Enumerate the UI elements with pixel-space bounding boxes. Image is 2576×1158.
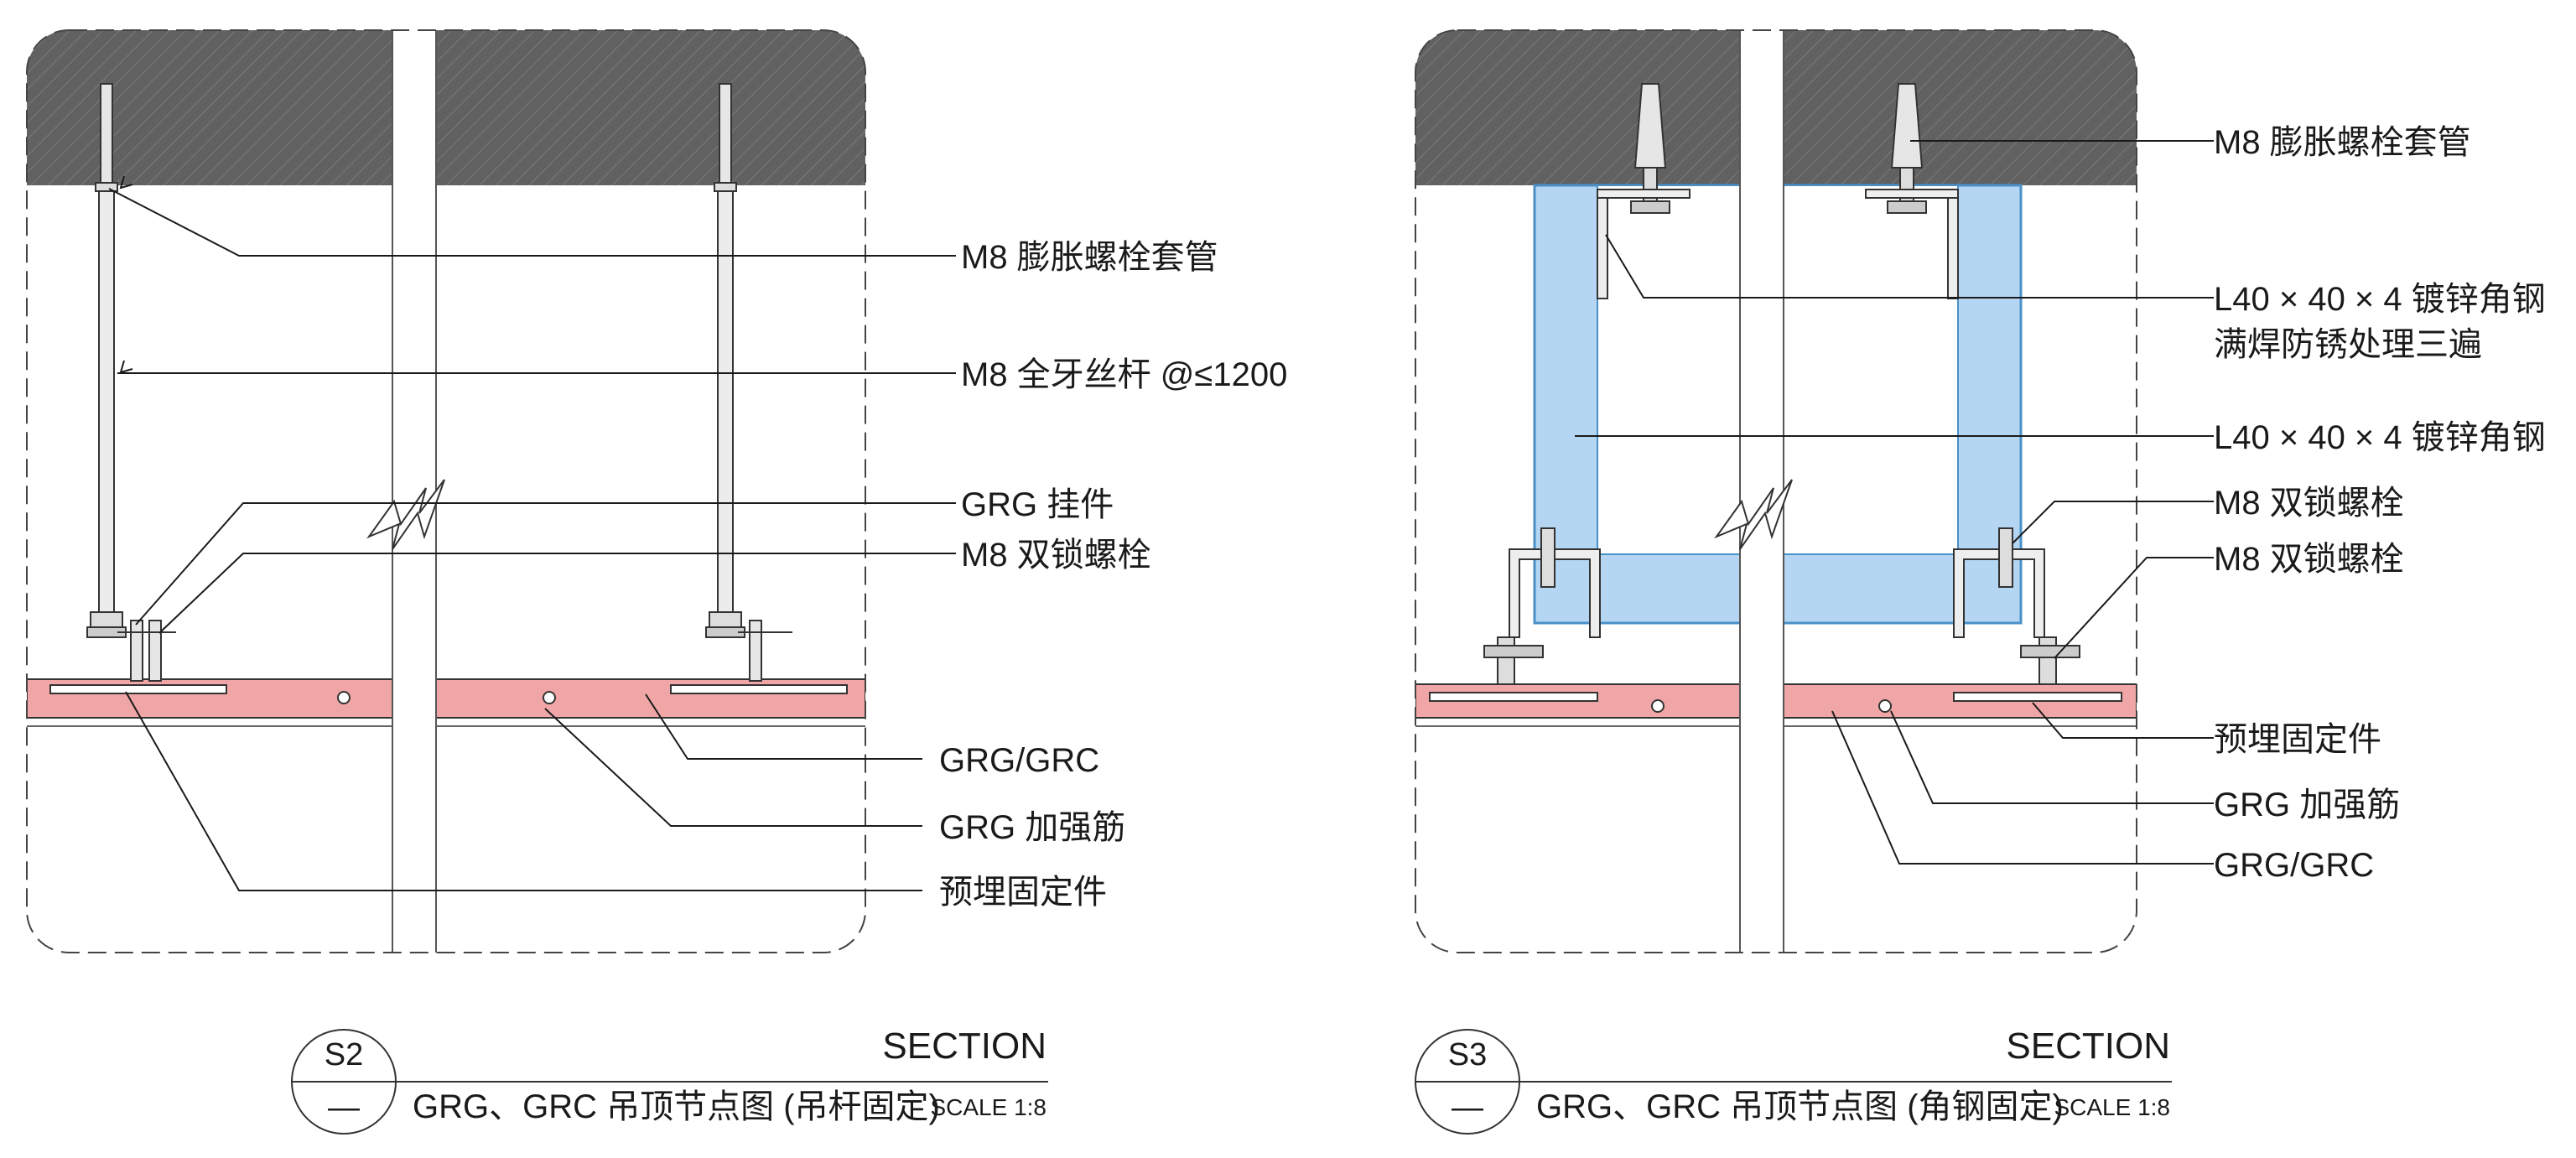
detail-title: GRG、GRC 吊顶节点图 (吊杆固定) [413, 1088, 940, 1125]
detail-code: S3 [1448, 1037, 1487, 1072]
label-grg-grc: GRG/GRC [939, 742, 1099, 779]
detail-border [26, 29, 866, 953]
detail-scale: SCALE 1:8 [2054, 1094, 2170, 1120]
label-grg-hanger: GRG 挂件 [961, 486, 1114, 523]
label-angle-steel-treatment: 满焊防锈处理三遍 [2214, 326, 2482, 363]
label-embedded-fixing: 预埋固定件 [2214, 721, 2381, 758]
break-gap [392, 30, 436, 953]
label-grg-grc: GRG/GRC [2214, 847, 2374, 884]
label-angle-steel-weld: L40 × 40 × 4 镀锌角钢 [2214, 281, 2546, 318]
sheet-mark: — [328, 1090, 360, 1125]
sheet-mark: — [1452, 1090, 1483, 1125]
section-label: SECTION [882, 1026, 1046, 1067]
label-anchor-sleeve: M8 膨胀螺栓套管 [961, 239, 1218, 276]
hanger-rod-left [49, 83, 351, 704]
label-grg-rebar: GRG 加强筋 [2214, 787, 2400, 823]
angle-bracket-right [1878, 527, 2122, 713]
detail-scale: SCALE 1:8 [930, 1094, 1046, 1120]
label-embedded-fixing: 预埋固定件 [939, 874, 1107, 911]
break-symbol-icon [366, 479, 445, 550]
concrete-slab [27, 30, 865, 185]
title-block-s2: S2 — SECTION GRG、GRC 吊顶节点图 (吊杆固定) SCALE … [291, 1026, 1048, 1135]
expansion-anchor-right [1865, 83, 1959, 299]
break-gap [1740, 30, 1784, 953]
label-angle-steel-frame: L40 × 40 × 4 镀锌角钢 [2214, 419, 2546, 456]
label-lock-bolt-1: M8 双锁螺栓 [2214, 485, 2404, 522]
section-label: SECTION [2006, 1026, 2170, 1067]
label-lock-bolt-2: M8 双锁螺栓 [2214, 541, 2404, 578]
detail-title: GRG、GRC 吊顶节点图 (角钢固定) [1536, 1088, 2064, 1125]
leader-lines-left [108, 175, 956, 891]
detail-s2: M8 膨胀螺栓套管 M8 全牙丝杆 @≤1200 GRG 挂件 M8 双锁螺栓 … [26, 29, 1287, 1135]
leader-lines-right [1575, 140, 2214, 865]
break-symbol-icon [1714, 479, 1793, 550]
label-grg-rebar: GRG 加强筋 [939, 809, 1125, 846]
detail-code: S2 [325, 1037, 363, 1072]
label-anchor-sleeve: M8 膨胀螺栓套管 [2214, 124, 2471, 161]
detail-s3: M8 膨胀螺栓套管 L40 × 40 × 4 镀锌角钢 满焊防锈处理三遍 L40… [1415, 29, 2546, 1135]
expansion-anchor-left [1597, 83, 1690, 299]
label-lock-bolt: M8 双锁螺栓 [961, 537, 1151, 574]
hanger-rod-right [543, 83, 848, 704]
angle-bracket-left [1429, 527, 1665, 713]
label-threaded-rod: M8 全牙丝杆 @≤1200 [961, 356, 1287, 393]
title-block-s3: S3 — SECTION GRG、GRC 吊顶节点图 (角钢固定) SCALE … [1415, 1026, 2172, 1135]
